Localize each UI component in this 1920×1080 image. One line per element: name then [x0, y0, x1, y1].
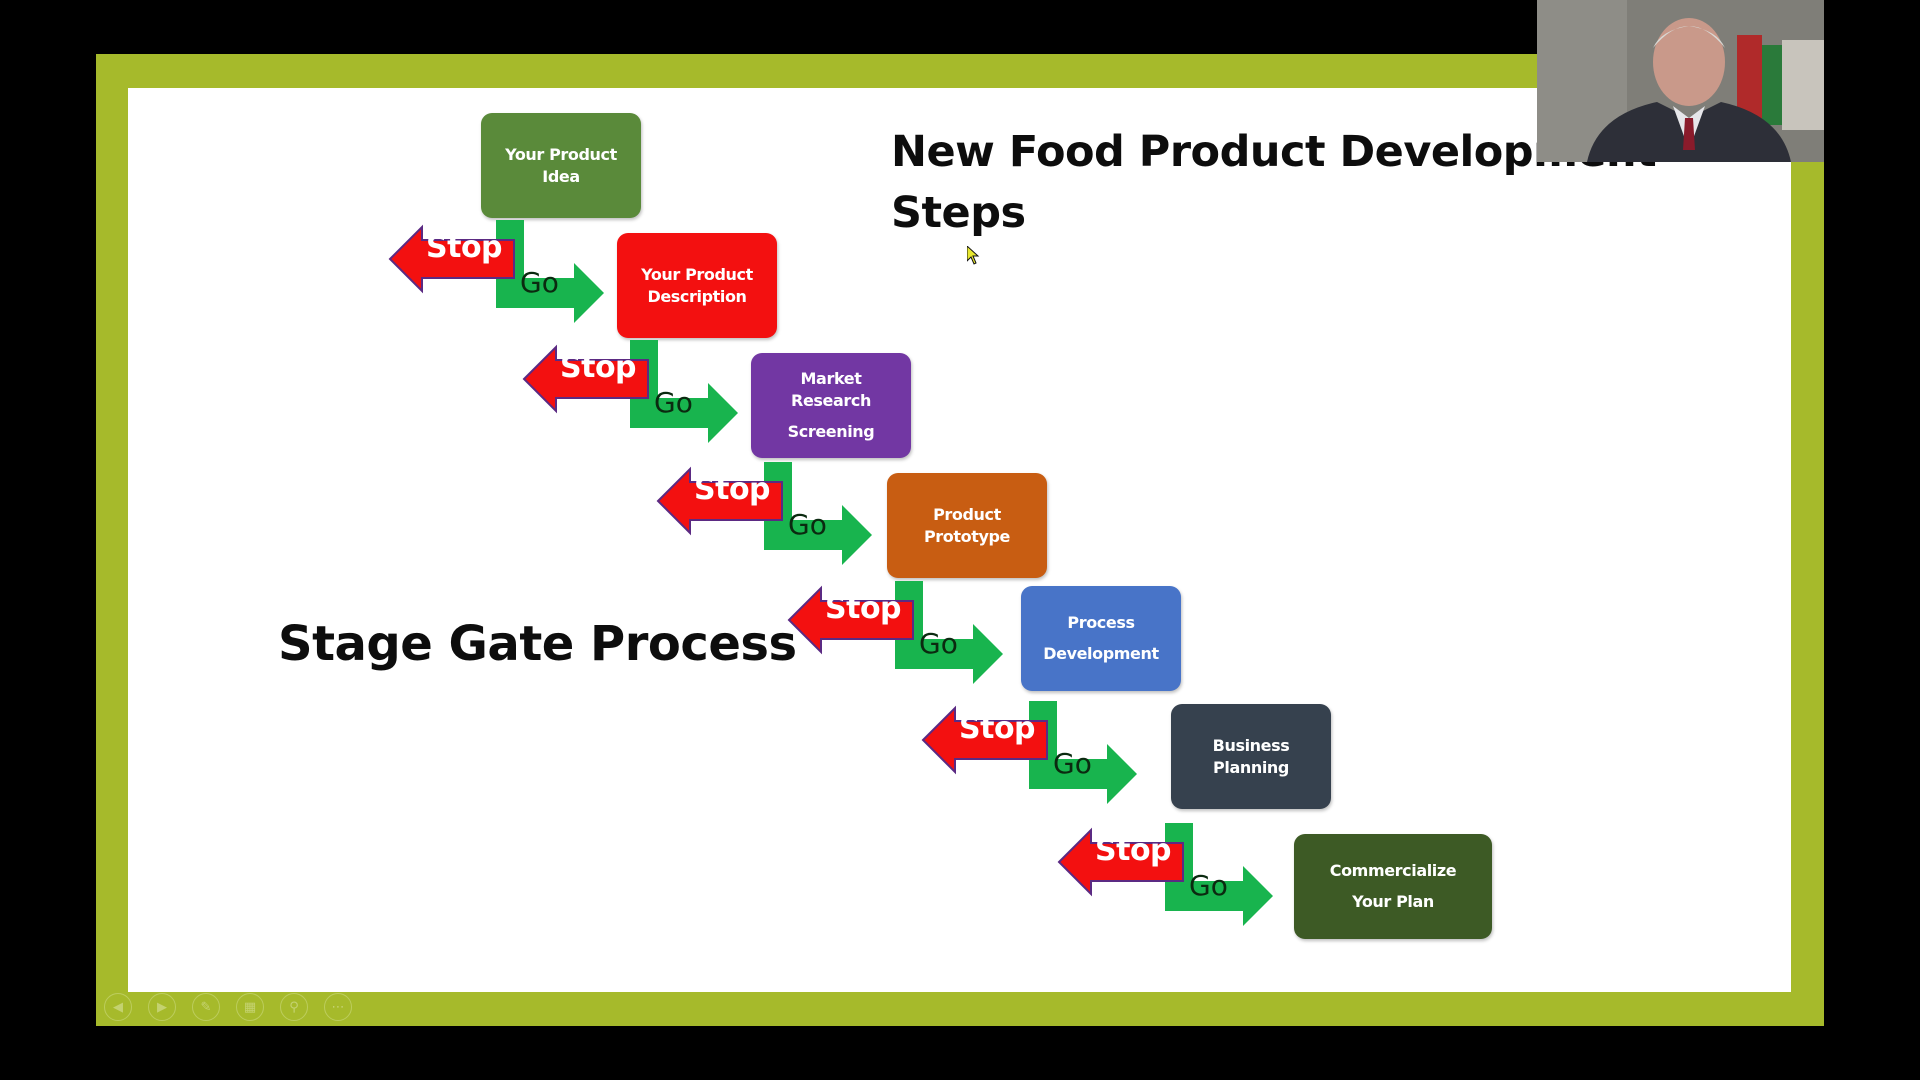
step-product-prototype: Product Prototype: [887, 473, 1047, 578]
stop-label: Stop: [426, 230, 503, 265]
zoom-icon[interactable]: ⚲: [280, 993, 308, 1021]
gate: Stop Go: [388, 220, 625, 332]
go-arrow: [1029, 701, 1137, 804]
go-label: Go: [1053, 747, 1092, 780]
go-label: Go: [919, 627, 958, 660]
step-product-idea: Your Product Idea: [481, 113, 641, 218]
step-line: Your Product: [505, 144, 617, 164]
go-label: Go: [788, 508, 827, 541]
go-arrow: [1165, 823, 1273, 926]
stop-label: Stop: [560, 350, 637, 385]
step-line: Business: [1212, 735, 1290, 755]
step-line: Product: [933, 504, 1001, 524]
step-line: Description: [647, 286, 747, 306]
stop-go-arrows: [656, 462, 872, 565]
gate: Stop Go: [921, 701, 1158, 813]
slides-icon[interactable]: ▦: [236, 993, 264, 1021]
presentation-toolbar: ◀ ▶ ✎ ▦ ⚲ ⋯: [104, 993, 352, 1021]
stop-arrow: [656, 466, 783, 536]
step-line: Research: [791, 391, 871, 410]
stop-go-arrows: [1057, 823, 1273, 926]
pen-icon[interactable]: ✎: [192, 993, 220, 1021]
step-line: Commercialize: [1329, 861, 1457, 880]
step-commercialize: Commercialize Your Plan: [1294, 834, 1492, 939]
stop-arrow: [1057, 827, 1184, 897]
step-line: Process: [1067, 613, 1135, 632]
step-line: Planning: [1213, 757, 1289, 777]
stop-label: Stop: [825, 591, 902, 626]
step-line: Market: [800, 369, 862, 388]
go-label: Go: [1189, 869, 1228, 902]
presenter-webcam: [1537, 0, 1824, 162]
go-label: Go: [654, 386, 693, 419]
stop-label: Stop: [1095, 833, 1172, 868]
stop-label: Stop: [959, 711, 1036, 746]
gate: Stop Go: [1057, 823, 1294, 935]
step-product-description: Your Product Description: [617, 233, 777, 338]
slide: New Food Product Development Steps Stage…: [128, 88, 1791, 992]
go-arrow: [895, 581, 1003, 684]
gate: Stop Go: [787, 581, 1024, 693]
presenter-video-icon: [1537, 0, 1824, 162]
step-line: Idea: [542, 166, 580, 186]
stop-go-arrows: [522, 340, 738, 443]
stop-go-arrows: [921, 701, 1137, 804]
next-icon[interactable]: ▶: [148, 993, 176, 1021]
step-market-research: Market Research Screening: [751, 353, 911, 458]
stop-arrow: [522, 344, 649, 414]
stop-label: Stop: [694, 472, 771, 507]
step-line: Your Plan: [1352, 892, 1434, 911]
mouse-cursor-icon: [967, 246, 980, 265]
previous-icon[interactable]: ◀: [104, 993, 132, 1021]
step-line: Prototype: [923, 526, 1011, 546]
go-arrow: [764, 462, 872, 565]
more-icon[interactable]: ⋯: [324, 993, 352, 1021]
gate: Stop Go: [656, 462, 893, 574]
go-arrow: [496, 220, 604, 323]
slide-title: New Food Product Development Steps: [891, 127, 1657, 238]
step-process-development: Process Development: [1021, 586, 1181, 691]
step-line: Screening: [787, 422, 875, 441]
go-arrow: [630, 340, 738, 443]
step-business-planning: Business Planning: [1171, 704, 1331, 809]
stop-go-arrows: [787, 581, 1003, 684]
step-line: Your Product: [641, 264, 753, 284]
step-line: Development: [1043, 644, 1159, 663]
gate: Stop Go: [522, 340, 759, 452]
stage-gate-label: Stage Gate Process: [278, 616, 797, 672]
stop-arrow: [388, 224, 515, 294]
stop-go-arrows: [388, 220, 604, 323]
go-label: Go: [520, 266, 559, 299]
stop-arrow: [921, 705, 1048, 775]
stop-arrow: [787, 585, 914, 655]
